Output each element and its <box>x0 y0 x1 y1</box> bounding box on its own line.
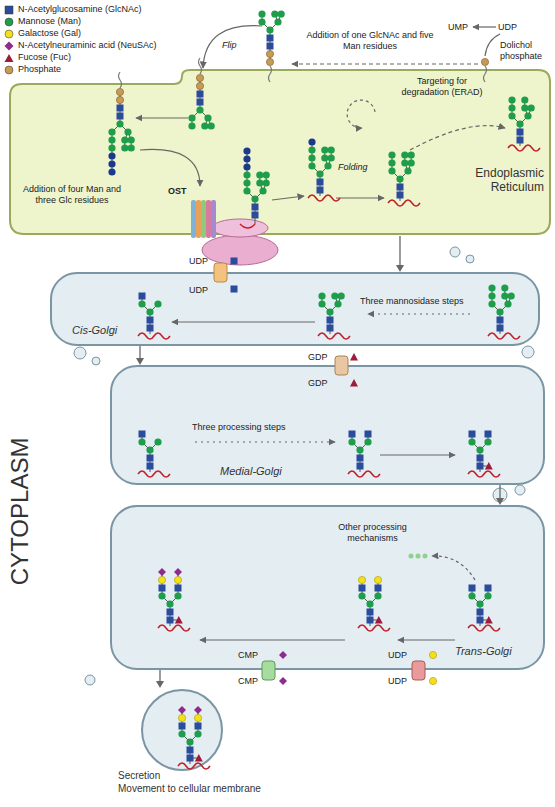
legend-swatch <box>4 5 14 15</box>
annotation-label: GDP <box>308 352 328 363</box>
annotation-label-holder: CMP <box>238 676 258 687</box>
region-label: Endoplasmic Reticulum <box>452 166 544 195</box>
annotation-label: UDP <box>388 676 407 687</box>
er-membrane <box>10 70 550 234</box>
legend-text: Mannose (Man) <box>18 16 81 27</box>
arrows <box>136 26 505 640</box>
annotation-label: GDP <box>308 378 328 389</box>
annotation-label-holder: Three mannosidase steps <box>360 296 464 307</box>
annotation-label: Targeting for degradation (ERAD) <box>392 76 492 98</box>
ost-complex <box>191 200 216 238</box>
annotation-label-holder: UDP <box>388 650 407 661</box>
annotation-label: OST <box>168 186 187 197</box>
annotation-label: UDP <box>498 22 517 33</box>
legend-swatch <box>4 53 14 63</box>
legend-swatch <box>4 41 14 51</box>
legend-text: Galactose (Gal) <box>18 28 81 39</box>
annotation-label: UMP <box>448 22 468 33</box>
region-label-holder: Endoplasmic Reticulum <box>452 166 544 195</box>
transporters <box>214 263 425 680</box>
annotation-label: UDP <box>189 256 208 267</box>
flow-connector <box>156 670 164 688</box>
glycan-structures <box>108 10 540 769</box>
golgi-cisterna: Cis-Golgi <box>50 272 540 346</box>
legend-text: N-Acetylglucosamine (GlcNAc) <box>18 4 142 15</box>
legend-text-holder: N-Acetylglucosamine (GlcNAc) <box>18 4 142 15</box>
annotation-label-holder: OST <box>168 186 187 197</box>
legend-swatch <box>4 29 14 39</box>
region-outline <box>50 272 540 346</box>
annotation-label: Folding <box>338 162 368 173</box>
legend-swatch <box>4 17 14 27</box>
annotation-label-holder: GDP <box>308 352 328 363</box>
flow-connector <box>496 485 504 505</box>
annotation-label-holder: Folding <box>338 162 368 173</box>
annotation-label-holder: Addition of one GlcNAc and five Man resi… <box>300 30 440 52</box>
secretory-vesicle: SecretionMovement to cellular membrane <box>110 688 320 806</box>
legend-text: Phosphate <box>18 64 61 75</box>
annotation-label: Dolichol phosphate <box>500 40 548 62</box>
annotation-label: Three processing steps <box>192 422 286 433</box>
legend-text: Fucose (Fuc) <box>18 52 71 63</box>
legend-text-holder: Galactose (Gal) <box>18 28 81 39</box>
annotation-label: Three mannosidase steps <box>360 296 464 307</box>
annotation-label: CMP <box>238 676 258 687</box>
region-label-holder: Secretion <box>118 770 160 782</box>
flow-connector <box>136 346 144 365</box>
annotation-label: Other processing mechanisms <box>325 522 420 544</box>
region-label: Trans-Golgi <box>455 645 512 658</box>
region-label: Secretion <box>118 770 160 782</box>
region-label-holder: Trans-Golgi <box>455 645 512 658</box>
annotation-label: UDP <box>388 650 407 661</box>
legend-text-holder: Mannose (Man) <box>18 16 81 27</box>
annotation-label-holder: UDP <box>388 676 407 687</box>
region-caption-holder: CYTOPLASM <box>6 426 35 596</box>
legend-text-holder: Phosphate <box>18 64 61 75</box>
annotation-label-holder: UMP <box>448 22 468 33</box>
golgi-membrane <box>111 366 544 484</box>
region-label: Movement to cellular membrane <box>118 783 261 795</box>
annotation-label-holder: Addition of four Man and three Glc resid… <box>18 184 126 206</box>
annotation-label-holder: Other processing mechanisms <box>325 522 420 544</box>
region-label: Medial-Golgi <box>220 465 282 478</box>
annotation-label-holder: Three processing steps <box>192 422 286 433</box>
region-caption: CYTOPLASM <box>6 426 35 596</box>
annotation-label-holder: UDP <box>498 22 517 33</box>
annotation-label-holder: Dolichol phosphate <box>500 40 548 62</box>
region-label-holder: Cis-Golgi <box>72 324 117 337</box>
golgi-membrane <box>111 506 544 669</box>
region-label-holder: Medial-Golgi <box>220 465 282 478</box>
vesicle-membrane <box>142 690 222 770</box>
legend-text-holder: N-Acetylneuraminic acid (NeuSAc) <box>18 40 157 51</box>
annotation-label-holder: GDP <box>308 378 328 389</box>
annotation-label: Addition of four Man and three Glc resid… <box>18 184 126 206</box>
region-label-holder: Movement to cellular membrane <box>118 783 261 795</box>
annotation-label: Flip <box>222 40 237 51</box>
annotation-label: Addition of one GlcNAc and five Man resi… <box>300 30 440 52</box>
legend-swatch <box>4 65 14 75</box>
small-vesicles <box>74 247 534 685</box>
legend-text: N-Acetylneuraminic acid (NeuSAc) <box>18 40 157 51</box>
region-label: Cis-Golgi <box>72 324 117 337</box>
annotation-label: CMP <box>238 650 258 661</box>
legend-text-holder: Fucose (Fuc) <box>18 52 71 63</box>
flow-connector <box>396 236 404 272</box>
annotation-label-holder: UDP <box>189 256 208 267</box>
annotation-label-holder: Flip <box>222 40 237 51</box>
annotation-label: UDP <box>189 285 208 296</box>
annotation-label-holder: Targeting for degradation (ERAD) <box>392 76 492 98</box>
annotation-label-holder: UDP <box>189 285 208 296</box>
annotation-label-holder: CMP <box>238 650 258 661</box>
golgi-membrane <box>51 273 539 345</box>
